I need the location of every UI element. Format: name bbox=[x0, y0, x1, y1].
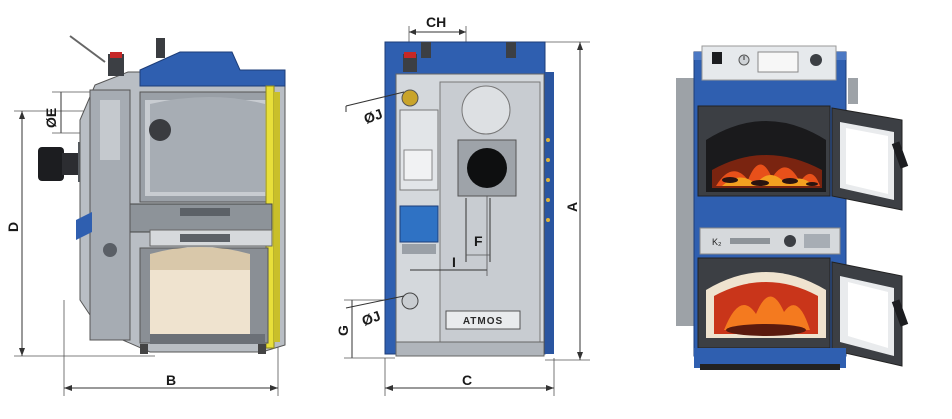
thermometer-icon bbox=[738, 54, 750, 66]
dim-a-label: A bbox=[564, 202, 580, 212]
dim-g-label: G bbox=[335, 325, 351, 336]
dimension-e: ØE bbox=[43, 91, 100, 134]
dim-c-label: C bbox=[462, 372, 472, 388]
dim-ch-label: CH bbox=[426, 14, 446, 30]
dim-e-label: ØE bbox=[43, 108, 59, 128]
side-section-view: D ØE B bbox=[5, 35, 286, 396]
dim-j-top-label: ØJ bbox=[362, 105, 385, 126]
dim-f-label: F bbox=[474, 233, 483, 249]
dimension-j-top: ØJ bbox=[345, 91, 405, 127]
dimension-j-bottom: ØJ bbox=[345, 295, 405, 329]
boiler-photo: K₂ bbox=[676, 45, 909, 370]
dimension-a: A bbox=[545, 41, 590, 361]
dimension-f: F bbox=[465, 198, 491, 262]
dim-d-label: D bbox=[5, 222, 21, 232]
atmos-plate-text: ATMOS bbox=[463, 316, 503, 327]
flame-icon bbox=[712, 155, 822, 188]
dim-b-label: B bbox=[166, 372, 176, 388]
front-view: CH A C G bbox=[335, 14, 590, 396]
dim-i-label: I bbox=[452, 254, 456, 270]
dim-j-bottom-label: ØJ bbox=[360, 307, 383, 328]
dimension-i: I bbox=[410, 196, 488, 276]
dimension-b: B bbox=[63, 300, 279, 396]
panel-label: K₂ bbox=[712, 237, 722, 247]
dimension-c: C bbox=[384, 358, 555, 396]
